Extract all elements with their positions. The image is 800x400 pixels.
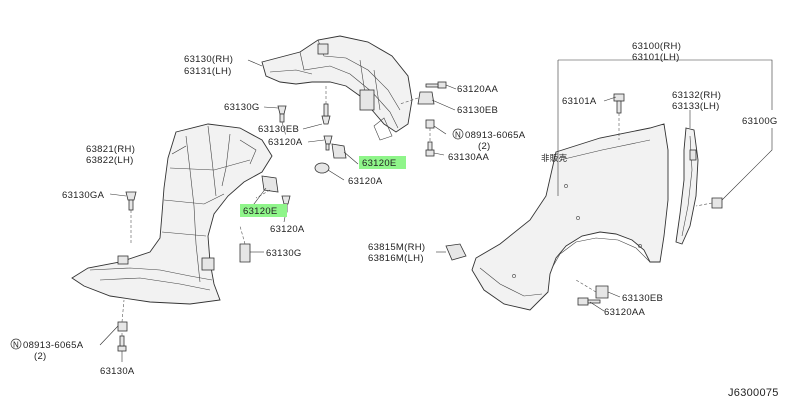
label-63120a-mid: 63120A	[348, 176, 383, 187]
label-63130a: 63130A	[100, 366, 135, 377]
upper-fender-liner	[261, 35, 413, 141]
label-63815m-rh: 63815M(RH)	[368, 242, 425, 253]
label-63100-rh: 63100(RH)	[632, 41, 681, 52]
label-63821-rh: 63821(RH)	[86, 144, 135, 155]
label-63133-lh: 63133(LH)	[672, 101, 720, 112]
highlight-63120e-left	[240, 204, 287, 217]
diagram-id: J6300075	[728, 387, 779, 399]
label-63120e-top: 63120E	[362, 158, 397, 169]
label-08913-top-qty: (2)	[478, 141, 491, 152]
label-63130g-top: 63130G	[224, 102, 260, 113]
label-63120a-left: 63120A	[270, 224, 305, 235]
label-63130ga: 63130GA	[62, 190, 105, 201]
n-mark-top: N	[452, 128, 464, 140]
highlight-63120e-top	[359, 156, 406, 169]
label-63130g-left: 63130G	[266, 248, 302, 259]
label-63132-rh: 63132(RH)	[672, 90, 721, 101]
label-63130eb-mid: 63130EB	[457, 105, 498, 116]
label-63101a: 63101A	[562, 96, 597, 107]
fender-trim-strip	[675, 127, 699, 245]
label-63130aa-top: 63130AA	[448, 152, 490, 163]
label-63120aa-top: 63120AA	[457, 84, 499, 95]
label-63120a-top: 63120A	[268, 137, 303, 148]
label-08913-bottom-qty: (2)	[34, 351, 47, 362]
label-63130eb-top: 63130EB	[258, 124, 299, 135]
label-63120e-left: 63120E	[243, 206, 278, 217]
label-63100g: 63100G	[742, 116, 778, 127]
label-63101-lh: 63101(LH)	[632, 52, 680, 63]
label-63822-lh: 63822(LH)	[86, 155, 134, 166]
n-mark-top-letter: N	[455, 131, 461, 140]
front-fender-liner	[71, 123, 273, 305]
label-63130-rh: 63130(RH)	[184, 54, 233, 65]
note-not-for-sale: 非販売	[541, 153, 568, 164]
label-08913-6065a-bottom: 08913-6065A	[23, 340, 84, 351]
label-63816m-lh: 63816M(LH)	[368, 253, 424, 264]
label-63120aa-bottom: 63120AA	[604, 307, 646, 318]
front-fender	[471, 123, 669, 311]
n-mark-bottom: N	[10, 338, 22, 350]
leader-lines	[99, 59, 773, 362]
label-63130eb-bottom: 63130EB	[622, 293, 663, 304]
label-08913-6065a-top: 08913-6065A	[465, 130, 526, 141]
fasteners	[117, 81, 723, 352]
n-mark-bottom-letter: N	[13, 341, 19, 350]
assembly-lines	[121, 86, 713, 336]
label-63131-lh: 63131(LH)	[184, 66, 232, 77]
